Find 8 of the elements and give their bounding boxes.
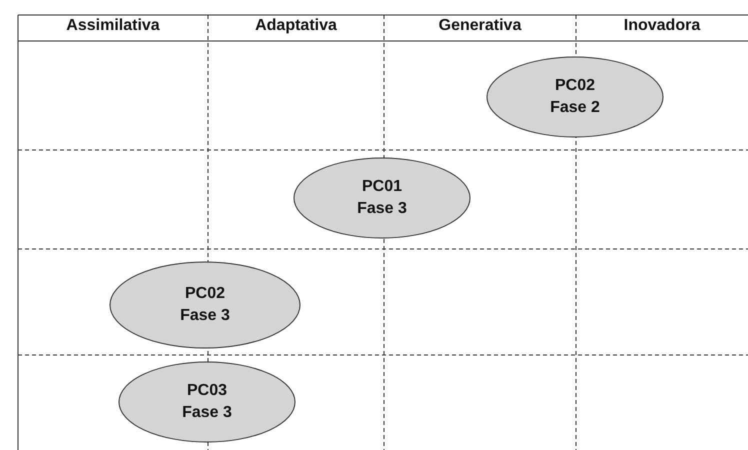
column-header: Adaptativa [254,17,338,35]
phase-label: PC03 Fase 3 [181,381,233,423]
column-header: Inovadora [622,17,702,35]
phase-label: PC01 Fase 3 [356,177,408,219]
column-header: Generativa [438,17,522,35]
phase-label: PC02 Fase 2 [549,76,601,118]
phase-label: PC02 Fase 3 [179,284,231,326]
column-header: Assimilativa [65,17,161,35]
